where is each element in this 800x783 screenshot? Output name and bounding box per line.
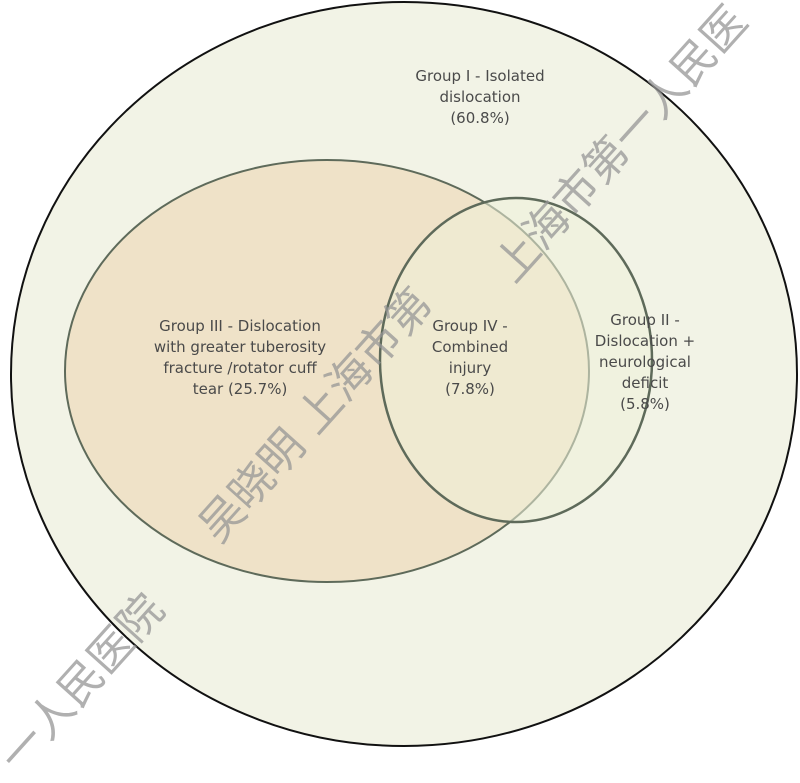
group3-name2: with greater tuberosity [153, 338, 327, 356]
group2-name3: neurological [599, 353, 691, 371]
group1-name2: dislocation [439, 88, 521, 106]
group2-label: Group II - Dislocation + neurological de… [575, 310, 715, 415]
group1-percent: (60.8%) [450, 109, 510, 127]
venn-diagram [10, 1, 798, 747]
group4-name2: Combined [431, 338, 509, 356]
group2-name: Group II - [610, 311, 680, 329]
group4-percent: (7.8%) [445, 380, 495, 398]
group3-name4: tear (25.7%) [192, 380, 288, 398]
group1-name: Group I - Isolated [415, 67, 545, 85]
group3-label: Group III - Dislocation with greater tub… [130, 316, 350, 400]
group3-name3: fracture /rotator cuff [163, 359, 317, 377]
group2-name4: deficit [621, 374, 669, 392]
group2-circle [378, 196, 654, 524]
group2-percent: (5.8%) [620, 395, 670, 413]
group4-label: Group IV - Combined injury (7.8%) [410, 316, 530, 400]
group4-name3: injury [448, 359, 492, 377]
group3-name: Group III - Dislocation [159, 317, 321, 335]
group2-name2: Dislocation + [594, 332, 696, 350]
group1-label: Group I - Isolated dislocation (60.8%) [380, 66, 580, 129]
group4-name: Group IV - [432, 317, 508, 335]
